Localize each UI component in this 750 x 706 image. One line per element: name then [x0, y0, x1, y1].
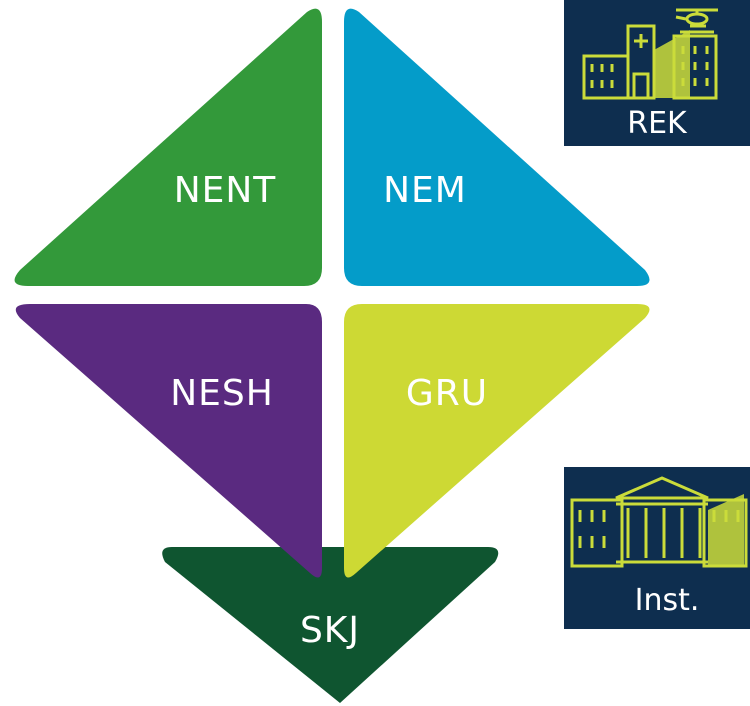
inst-label: Inst. [635, 583, 700, 618]
skj-label: SKJ [300, 610, 360, 651]
gru-shape [344, 304, 650, 578]
badge-inst[interactable]: Inst. [564, 467, 750, 629]
institution-building-icon [570, 476, 748, 568]
nesh-shape [15, 304, 322, 578]
gru-label: GRU [406, 373, 488, 414]
nent-label: NENT [174, 170, 277, 211]
nem-shape [344, 8, 650, 287]
segment-nem[interactable]: NEM [344, 8, 650, 287]
rek-label: REK [627, 106, 688, 141]
segment-nesh[interactable]: NESH [15, 304, 322, 578]
nesh-label: NESH [170, 373, 274, 414]
nent-shape [14, 8, 323, 287]
segment-gru[interactable]: GRU [344, 304, 650, 578]
segment-nent[interactable]: NENT [14, 8, 323, 287]
nem-label: NEM [383, 170, 467, 211]
hospital-icon [582, 8, 718, 100]
segment-skj[interactable]: SKJ [162, 547, 499, 703]
badge-rek[interactable]: REK [564, 0, 750, 146]
skj-shape [162, 547, 499, 703]
